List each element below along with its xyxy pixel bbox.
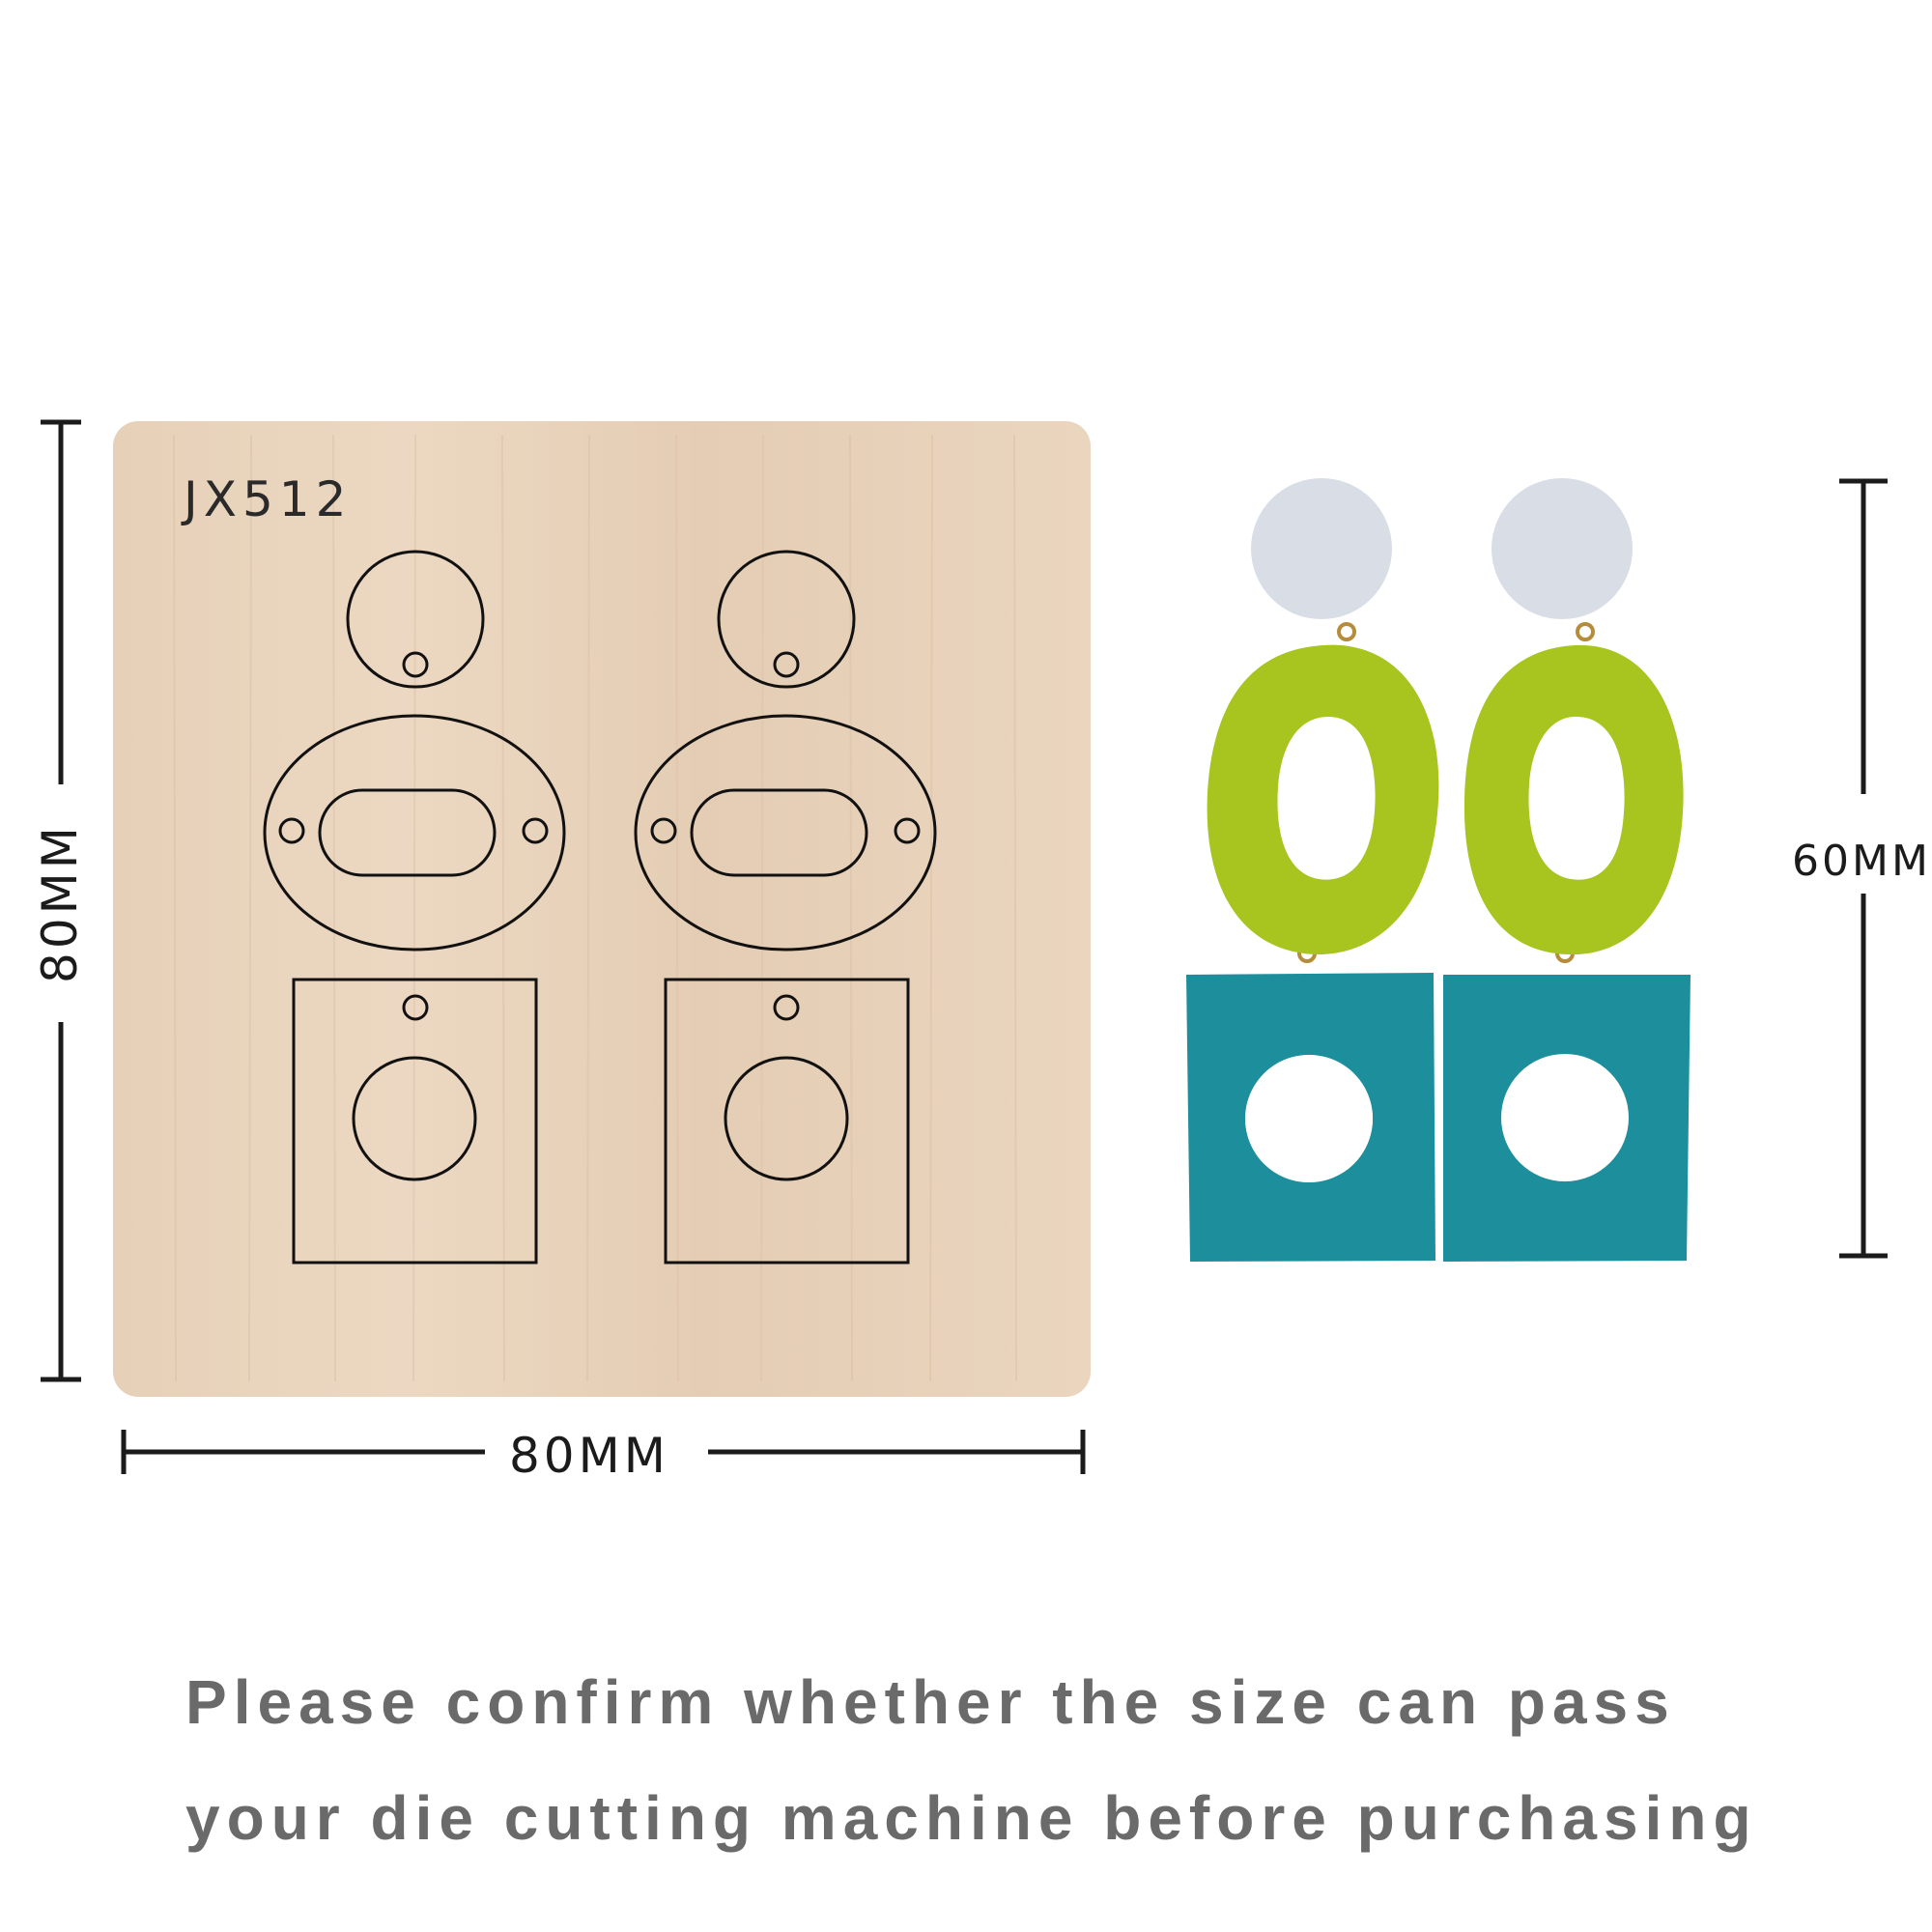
cut-square [664,978,910,1264]
cut-oval-slot [318,788,497,877]
cut-hole [773,651,800,678]
cut-oval-slot [690,788,868,877]
cut-circle-top [346,550,485,689]
earring-top-disc [1492,478,1633,619]
cut-hole [650,817,677,844]
cut-hole [522,817,549,844]
cut-hole [402,651,429,678]
cut-circle-top [717,550,856,689]
height-dimension-label: 80MM [32,823,88,983]
earring-top-disc [1251,478,1392,619]
notice-line-1: Please confirm whether the size can pass [185,1667,1676,1737]
width-dimension-label: 80MM [509,1428,669,1484]
wood-grain [173,434,1017,1382]
notice-line-2: your die cutting machine before purchasi… [185,1783,1758,1853]
wooden-die-board [113,421,1091,1397]
cut-square [292,978,538,1264]
cut-ring [352,1056,477,1181]
cut-outline-left-set [263,550,566,1264]
earring-middle-oval [1463,644,1684,955]
width-dimension-bar [121,1430,1086,1474]
cut-ring [724,1056,849,1181]
earring-left [1186,478,1439,1262]
cut-hole [402,994,429,1021]
cut-oval [634,714,937,952]
earring-middle-oval [1207,644,1439,955]
model-code-label: JX512 [184,471,353,527]
cut-hole [278,817,305,844]
cut-hole [773,994,800,1021]
earring-right [1443,478,1690,1262]
earring-height-dimension-label: 60MM [1792,837,1931,886]
cut-hole [894,817,921,844]
height-dimension-bar [41,419,81,1382]
earring-height-dimension-bar [1839,478,1888,1259]
cut-outline-right-set [634,550,937,1264]
earring-bottom-square [1186,973,1435,1262]
cut-oval [263,714,566,952]
